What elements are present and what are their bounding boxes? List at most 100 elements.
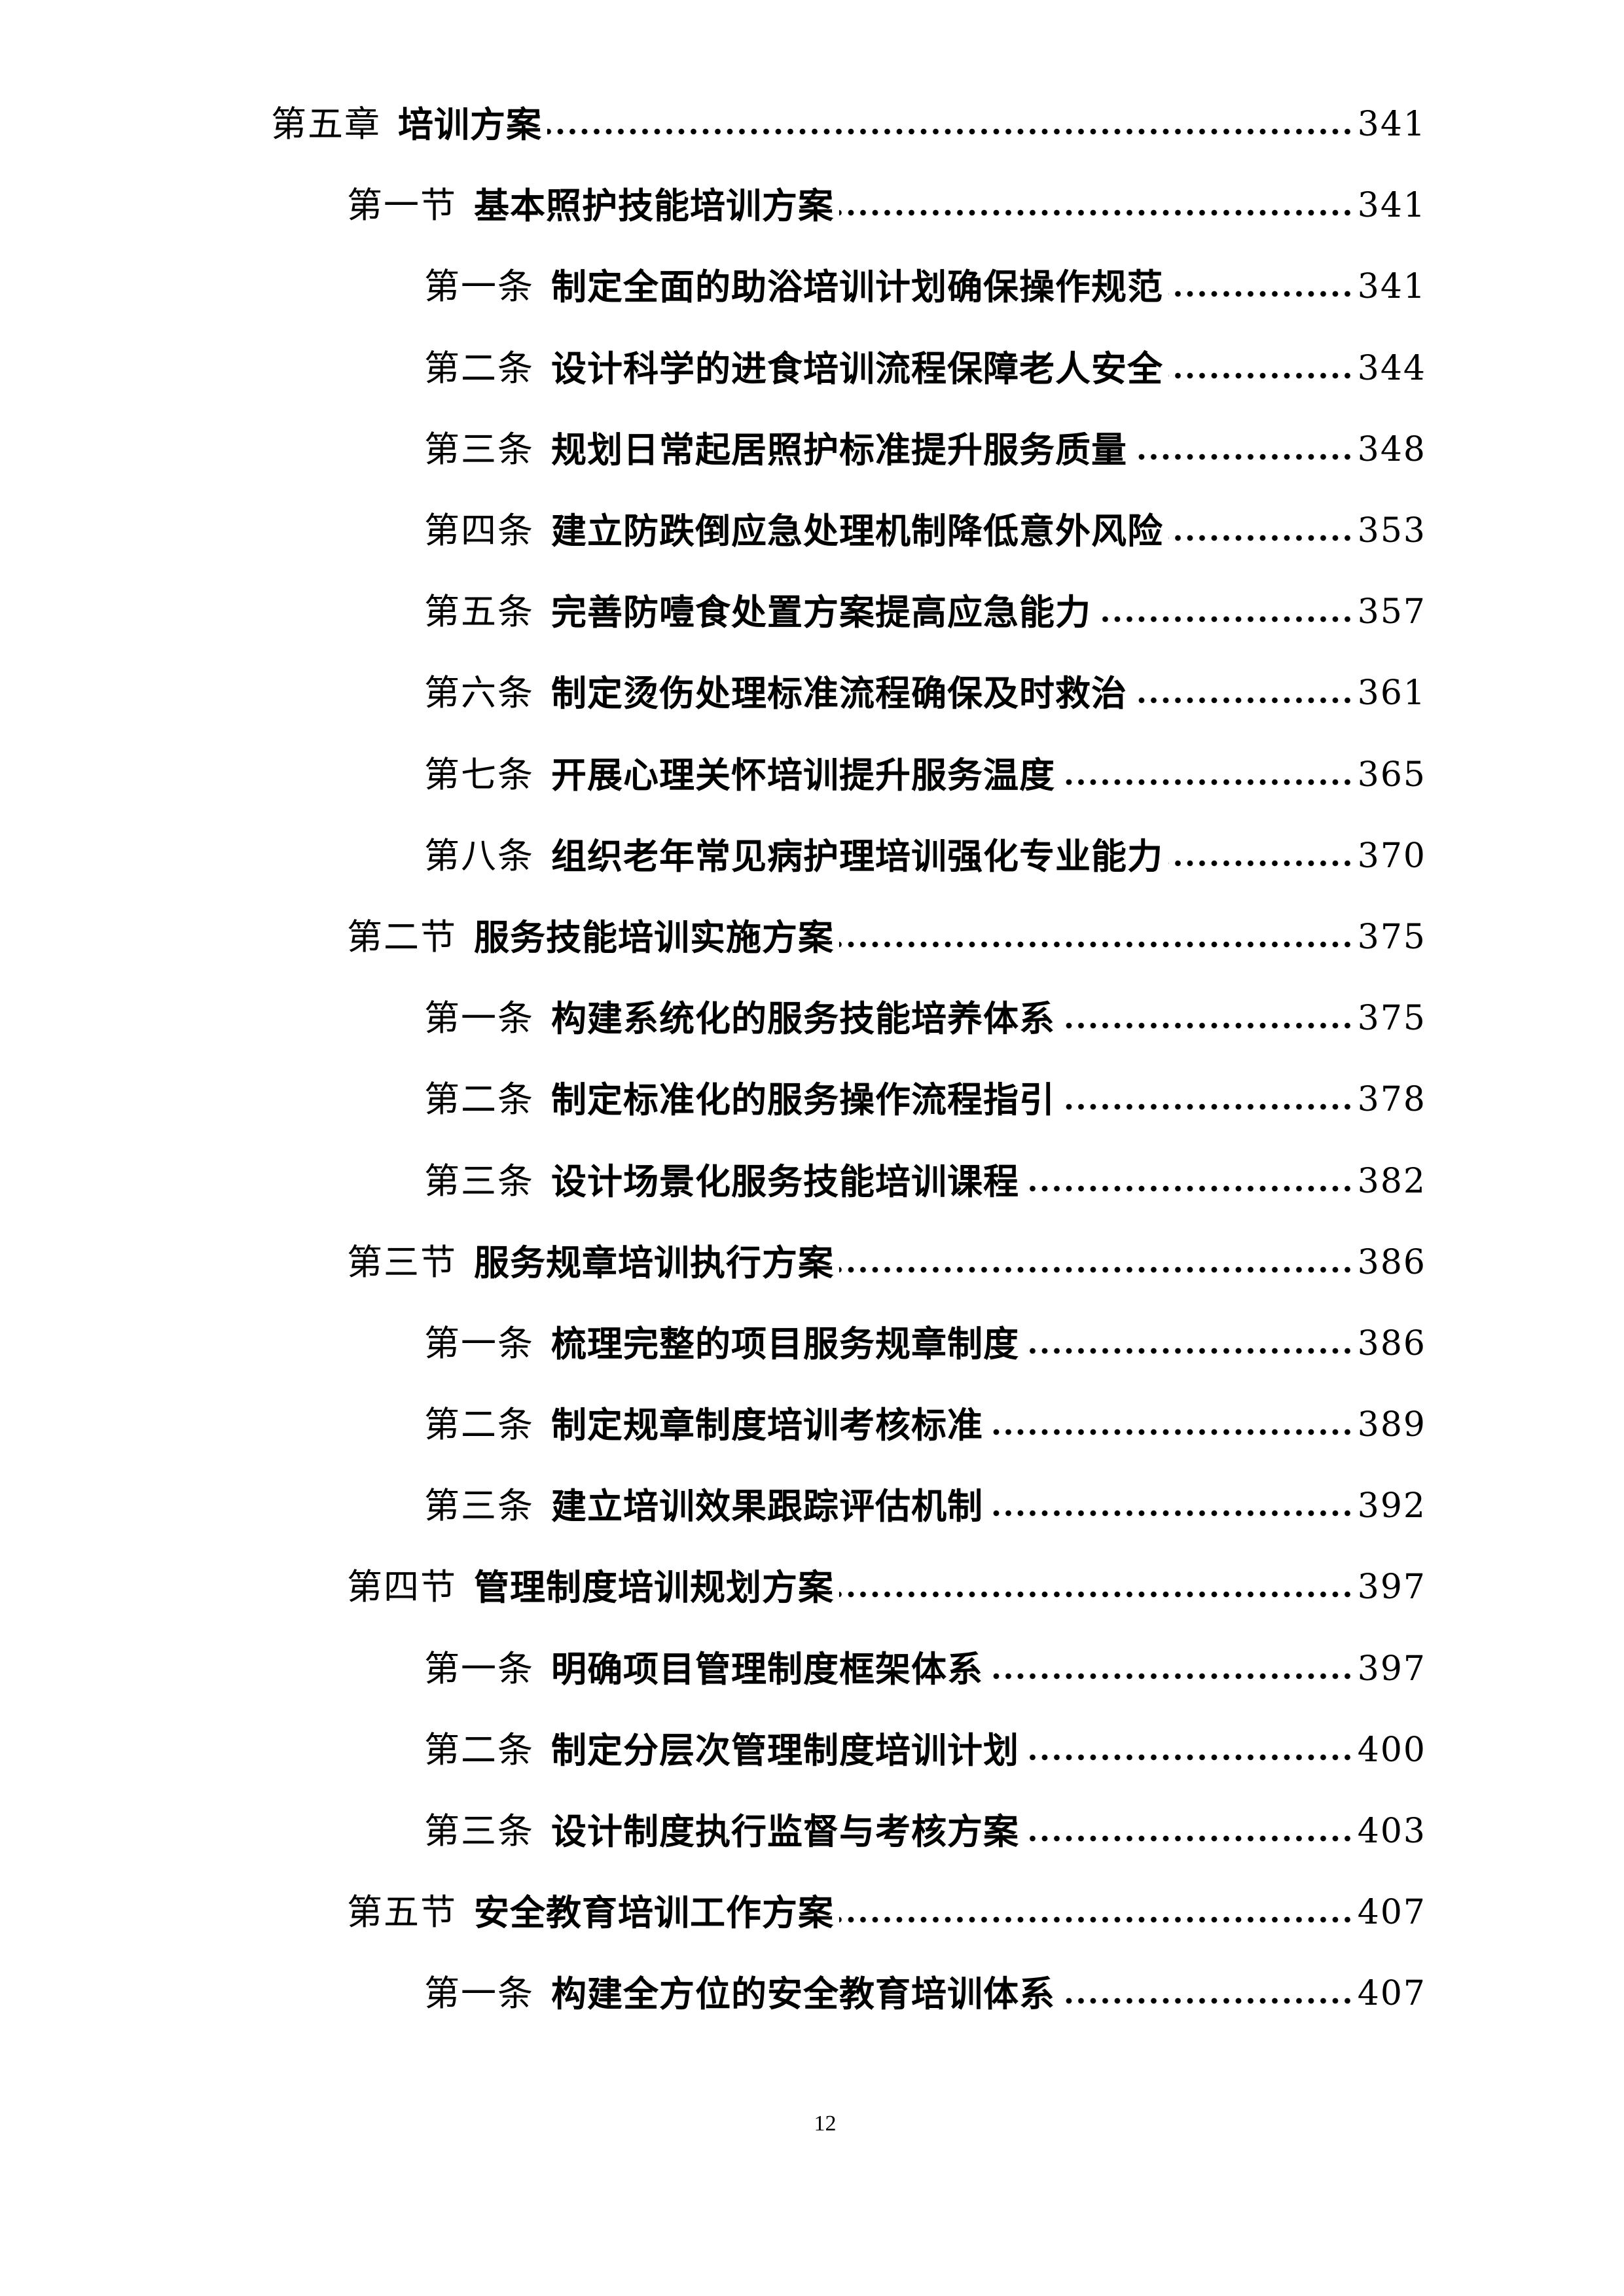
dot-leader (1060, 1996, 1354, 2006)
dot-leader (1060, 1021, 1354, 1031)
toc-section[interactable]: 第五节 安全教育培训工作方案 407 (0, 1872, 1624, 1953)
toc-article[interactable]: 第七条 开展心理关怀培训提升服务温度 365 (0, 734, 1624, 816)
toc-article[interactable]: 第三条 设计场景化服务技能培训课程 382 (0, 1140, 1624, 1221)
toc-entry-number: 第六条 (424, 672, 534, 714)
toc-section[interactable]: 第二节 服务技能培训实施方案 375 (0, 897, 1624, 978)
dot-leader (1132, 452, 1354, 461)
toc-entry-page: 341 (1357, 105, 1426, 145)
table-of-contents: 第五章 培训方案 341 第一节 基本照护技能培训方案 341 第一条 制定全面… (0, 84, 1624, 2035)
toc-article[interactable]: 第二条 制定规章制度培训考核标准 389 (0, 1384, 1624, 1465)
toc-entry-page: 397 (1357, 1649, 1426, 1689)
dot-leader (547, 127, 1354, 137)
toc-entry-title: 安全教育培训工作方案 (474, 1892, 834, 1934)
toc-entry-page: 361 (1357, 673, 1426, 713)
toc-entry-page: 341 (1357, 267, 1426, 307)
dot-leader (988, 1427, 1354, 1437)
toc-entry-page: 400 (1357, 1730, 1426, 1770)
toc-entry-title: 设计科学的进食培训流程保障老人安全 (551, 347, 1163, 389)
toc-entry-number: 第二条 (424, 347, 534, 389)
toc-entry-title: 制定规章制度培训考核标准 (551, 1404, 983, 1446)
toc-entry-number: 第三节 (347, 1241, 457, 1283)
toc-entry-page: 370 (1357, 836, 1426, 876)
toc-entry-number: 第二条 (424, 1404, 534, 1446)
toc-entry-title: 完善防噎食处置方案提高应急能力 (551, 591, 1091, 634)
toc-entry-title: 设计制度执行监督与考核方案 (551, 1810, 1019, 1853)
toc-article[interactable]: 第二条 设计科学的进食培训流程保障老人安全 344 (0, 328, 1624, 409)
toc-entry-number: 第三条 (424, 428, 534, 470)
dot-leader (1060, 1102, 1354, 1112)
toc-entry-title: 服务技能培训实施方案 (474, 916, 834, 958)
toc-entry-title: 制定全面的助浴培训计划确保操作规范 (551, 266, 1163, 308)
toc-entry-title: 设计场景化服务技能培训课程 (551, 1160, 1019, 1202)
toc-article[interactable]: 第二条 制定标准化的服务操作流程指引 378 (0, 1059, 1624, 1140)
toc-entry-page: 386 (1357, 1242, 1426, 1282)
toc-entry-page: 375 (1357, 999, 1426, 1039)
toc-entry-number: 第一节 (347, 185, 457, 226)
toc-article[interactable]: 第八条 组织老年常见病护理培训强化专业能力 370 (0, 816, 1624, 897)
toc-entry-page: 397 (1357, 1568, 1426, 1607)
toc-entry-page: 344 (1357, 348, 1426, 388)
toc-article[interactable]: 第一条 构建全方位的安全教育培训体系 407 (0, 1953, 1624, 2034)
toc-entry-number: 第四条 (424, 510, 534, 552)
toc-entry-title: 制定标准化的服务操作流程指引 (551, 1079, 1055, 1121)
toc-entry-page: 365 (1357, 755, 1426, 795)
toc-entry-number: 第一条 (424, 1973, 534, 2015)
toc-entry-title: 建立培训效果跟踪评估机制 (551, 1485, 983, 1528)
toc-entry-number: 第一条 (424, 1322, 534, 1364)
dot-leader (1024, 1183, 1354, 1193)
toc-entry-number: 第二节 (347, 916, 457, 958)
toc-entry-number: 第一条 (424, 997, 534, 1039)
toc-chapter[interactable]: 第五章 培训方案 341 (0, 84, 1624, 165)
toc-entry-page: 375 (1357, 917, 1426, 957)
dot-leader (1024, 1834, 1354, 1844)
toc-entry-title: 服务规章培训执行方案 (474, 1241, 834, 1283)
dot-leader (1168, 858, 1354, 868)
toc-article[interactable]: 第一条 构建系统化的服务技能培养体系 375 (0, 978, 1624, 1059)
toc-article[interactable]: 第三条 设计制度执行监督与考核方案 403 (0, 1791, 1624, 1872)
toc-entry-page: 348 (1357, 429, 1426, 469)
toc-article[interactable]: 第五条 完善防噎食处置方案提高应急能力 357 (0, 571, 1624, 653)
toc-entry-title: 制定分层次管理制度培训计划 (551, 1729, 1019, 1771)
toc-entry-title: 构建全方位的安全教育培训体系 (551, 1973, 1055, 2015)
toc-entry-title: 梳理完整的项目服务规章制度 (551, 1322, 1019, 1365)
toc-article[interactable]: 第三条 规划日常起居照护标准提升服务质量 348 (0, 409, 1624, 490)
toc-section[interactable]: 第一节 基本照护技能培训方案 341 (0, 165, 1624, 246)
toc-entry-title: 开展心理关怀培训提升服务温度 (551, 753, 1055, 796)
toc-entry-title: 构建系统化的服务技能培养体系 (551, 997, 1055, 1040)
dot-leader (1132, 696, 1354, 706)
toc-section[interactable]: 第四节 管理制度培训规划方案 397 (0, 1547, 1624, 1628)
toc-entry-number: 第七条 (424, 753, 534, 795)
toc-entry-title: 基本照护技能培训方案 (474, 185, 834, 227)
toc-entry-title: 建立防跌倒应急处理机制降低意外风险 (551, 510, 1163, 552)
toc-entry-page: 407 (1357, 1893, 1426, 1933)
toc-entry-number: 第五章 (271, 103, 381, 145)
toc-entry-number: 第三条 (424, 1160, 534, 1202)
dot-leader (1168, 370, 1354, 380)
toc-entry-number: 第五条 (424, 591, 534, 633)
toc-entry-page: 357 (1357, 592, 1426, 632)
toc-article[interactable]: 第二条 制定分层次管理制度培训计划 400 (0, 1710, 1624, 1791)
toc-entry-page: 353 (1357, 511, 1426, 551)
toc-entry-page: 407 (1357, 1974, 1426, 2014)
dot-leader (1168, 533, 1354, 543)
dot-leader (1096, 615, 1354, 624)
toc-article[interactable]: 第六条 制定烫伤处理标准流程确保及时救治 361 (0, 653, 1624, 734)
dot-leader (1060, 777, 1354, 787)
toc-entry-page: 382 (1357, 1161, 1426, 1201)
toc-article[interactable]: 第一条 明确项目管理制度框架体系 397 (0, 1628, 1624, 1710)
toc-entry-page: 378 (1357, 1080, 1426, 1120)
toc-entry-page: 341 (1357, 186, 1426, 226)
toc-section[interactable]: 第三节 服务规章培训执行方案 386 (0, 1222, 1624, 1303)
toc-article[interactable]: 第三条 建立培训效果跟踪评估机制 392 (0, 1465, 1624, 1547)
toc-article[interactable]: 第一条 梳理完整的项目服务规章制度 386 (0, 1303, 1624, 1384)
toc-entry-title: 明确项目管理制度框架体系 (551, 1647, 983, 1690)
dot-leader (988, 1671, 1354, 1681)
toc-entry-number: 第二条 (424, 1729, 534, 1770)
dot-leader (839, 1915, 1354, 1925)
toc-entry-number: 第四节 (347, 1566, 457, 1608)
toc-article[interactable]: 第一条 制定全面的助浴培训计划确保操作规范 341 (0, 246, 1624, 327)
toc-entry-page: 403 (1357, 1812, 1426, 1852)
toc-article[interactable]: 第四条 建立防跌倒应急处理机制降低意外风险 353 (0, 490, 1624, 571)
toc-entry-title: 管理制度培训规划方案 (474, 1566, 834, 1609)
dot-leader (839, 208, 1354, 218)
